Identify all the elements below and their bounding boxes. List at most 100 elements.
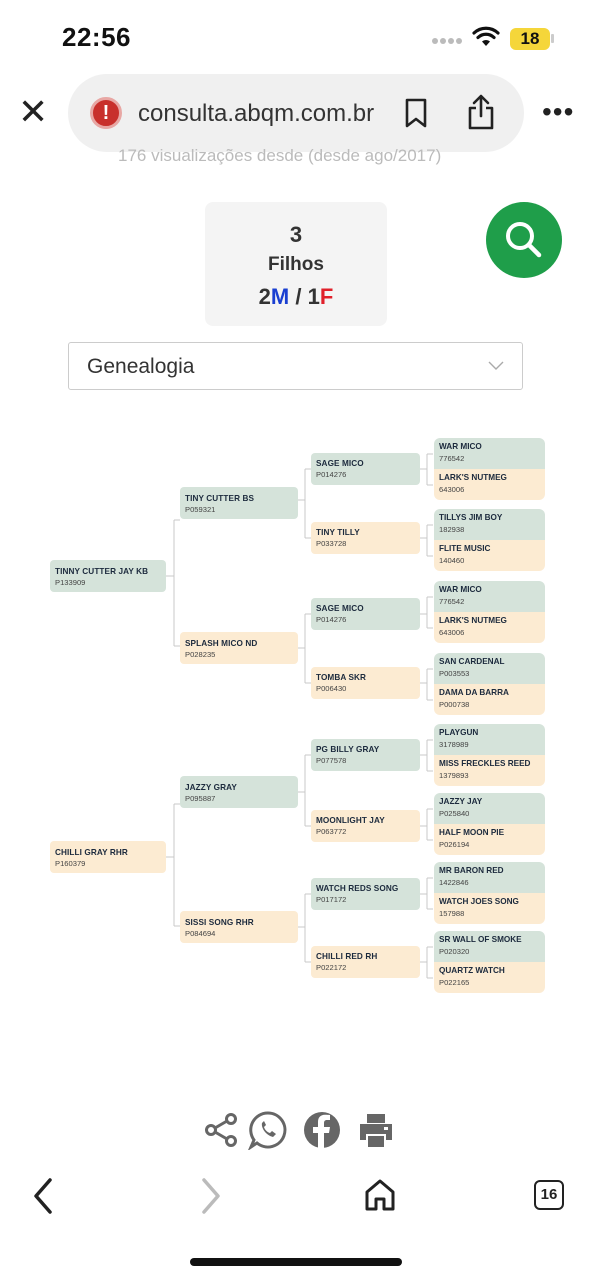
url-text[interactable]: consulta.abqm.com.br xyxy=(138,100,375,127)
pedigree-pair-sss: WAR MICO 776542 LARK'S NUTMEG 643006 xyxy=(434,438,545,500)
node-name: WATCH JOES SONG xyxy=(439,897,519,906)
pedigree-node-dsd[interactable]: MOONLIGHT JAY P063772 xyxy=(311,810,420,842)
node-reg: 1379893 xyxy=(439,771,469,780)
node-reg: P133909 xyxy=(55,578,86,587)
pedigree-node-sire[interactable]: TINNY CUTTER JAY KB P133909 xyxy=(50,560,166,592)
pedigree-node-ddd[interactable]: CHILLI RED RH P022172 xyxy=(311,946,420,978)
forward-arrow-icon[interactable] xyxy=(198,1176,224,1216)
node-reg: P020320 xyxy=(439,947,470,956)
view-select[interactable]: Genealogia xyxy=(68,342,523,390)
share-icon[interactable] xyxy=(466,94,496,130)
node-reg: P022165 xyxy=(439,978,470,987)
more-menu-button[interactable]: ••• xyxy=(542,96,575,127)
pedigree-node-dam[interactable]: CHILLI GRAY RHR P160379 xyxy=(50,841,166,873)
pedigree-node-ss[interactable]: TINY CUTTER BS P059321 xyxy=(180,487,298,519)
pedigree-node-ssd[interactable]: TINY TILLY P033728 xyxy=(311,522,420,554)
pedigree-node-ssss[interactable]: WAR MICO 776542 xyxy=(434,438,545,469)
pedigree-node-sdds[interactable]: SAN CARDENAL P003553 xyxy=(434,653,545,684)
pedigree-node-dds[interactable]: WATCH REDS SONG P017172 xyxy=(311,878,420,910)
node-reg: P077578 xyxy=(316,756,347,765)
facebook-icon[interactable] xyxy=(302,1110,342,1150)
home-icon[interactable] xyxy=(364,1178,396,1212)
address-bar[interactable]: ! consulta.abqm.com.br xyxy=(68,74,524,152)
offspring-gender-split: 2M / 1F xyxy=(205,284,387,310)
pedigree-node-sds[interactable]: SAGE MICO P014276 xyxy=(311,598,420,630)
pedigree-node-dss[interactable]: PG BILLY GRAY P077578 xyxy=(311,739,420,771)
node-reg: 643006 xyxy=(439,485,465,494)
node-name: LARK'S NUTMEG xyxy=(439,616,507,625)
node-reg: P084694 xyxy=(185,929,216,938)
share-icon[interactable] xyxy=(202,1110,242,1150)
pedigree-node-sdd[interactable]: TOMBA SKR P006430 xyxy=(311,667,420,699)
node-reg: P014276 xyxy=(316,615,347,624)
pedigree-node-sss[interactable]: SAGE MICO P014276 xyxy=(311,453,420,485)
node-reg: P026194 xyxy=(439,840,470,849)
print-icon[interactable] xyxy=(356,1110,396,1150)
node-reg: 157988 xyxy=(439,909,465,918)
social-share-row xyxy=(0,1110,592,1154)
node-reg: P014276 xyxy=(316,470,347,479)
node-reg: 1422846 xyxy=(439,878,469,887)
node-reg: P022172 xyxy=(316,963,347,972)
node-reg: P000738 xyxy=(439,700,470,709)
node-name: MOONLIGHT JAY xyxy=(316,816,385,825)
close-button[interactable]: ✕ xyxy=(18,91,49,132)
node-name: WAR MICO xyxy=(439,585,482,594)
pedigree-node-dd[interactable]: SISSI SONG RHR P084694 xyxy=(180,911,298,943)
node-reg: 643006 xyxy=(439,628,465,637)
offspring-count: 3 xyxy=(289,222,303,247)
node-name: LARK'S NUTMEG xyxy=(439,473,507,482)
node-reg: P095887 xyxy=(185,794,216,803)
node-name: CHILLI RED RH xyxy=(316,952,378,961)
node-name: SAN CARDENAL xyxy=(439,657,505,666)
female-letter: F xyxy=(319,284,334,309)
battery-tip xyxy=(551,34,554,43)
node-name: JAZZY GRAY xyxy=(185,783,237,792)
node-reg: P028235 xyxy=(185,650,216,659)
pedigree-node-sdsd[interactable]: LARK'S NUTMEG 643006 xyxy=(434,612,545,643)
home-indicator xyxy=(190,1258,402,1266)
back-arrow-icon[interactable] xyxy=(30,1176,56,1216)
node-name: HALF MOON PIE xyxy=(439,828,505,837)
node-reg: 182938 xyxy=(439,525,465,534)
browser-toolbar: ✕ ! consulta.abqm.com.br ••• xyxy=(0,74,592,154)
pedigree-node-dsdd[interactable]: HALF MOON PIE P026194 xyxy=(434,824,545,855)
pedigree-node-ds[interactable]: JAZZY GRAY P095887 xyxy=(180,776,298,808)
browser-bottom-nav: 16 xyxy=(0,1172,592,1222)
node-reg: P006430 xyxy=(316,684,347,693)
node-name: TINY TILLY xyxy=(316,528,360,537)
node-name: JAZZY JAY xyxy=(439,797,483,806)
pedigree-node-sd[interactable]: SPLASH MICO ND P028235 xyxy=(180,632,298,664)
bookmark-icon[interactable] xyxy=(404,98,428,128)
status-time: 22:56 xyxy=(62,22,131,52)
node-reg: 140460 xyxy=(439,556,465,565)
node-reg: P033728 xyxy=(316,539,347,548)
search-button[interactable] xyxy=(486,202,562,278)
pedigree-node-ddsd[interactable]: WATCH JOES SONG 157988 xyxy=(434,893,545,924)
chevron-down-icon xyxy=(488,361,504,370)
node-name: WAR MICO xyxy=(439,442,482,451)
node-reg: 776542 xyxy=(439,454,465,463)
node-reg: P003553 xyxy=(439,669,470,678)
whatsapp-icon[interactable] xyxy=(248,1110,288,1150)
tabs-button[interactable]: 16 xyxy=(534,1180,564,1210)
insecure-warning-icon[interactable]: ! xyxy=(90,97,122,129)
node-reg: P063772 xyxy=(316,827,347,836)
node-name: SISSI SONG RHR xyxy=(185,918,254,927)
pedigree-node-sssd[interactable]: LARK'S NUTMEG 643006 xyxy=(434,469,545,500)
